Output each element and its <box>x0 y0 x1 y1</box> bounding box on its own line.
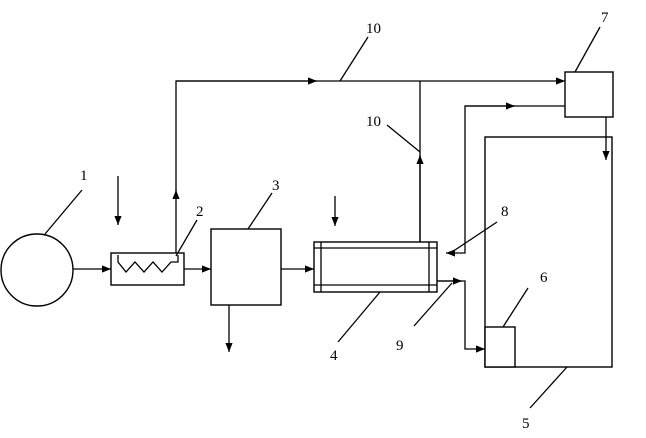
label-5: 5 <box>522 416 530 432</box>
leader-4 <box>337 291 381 343</box>
label-1: 1 <box>80 168 88 184</box>
leader-10-mid <box>386 124 421 153</box>
label-10-top: 10 <box>366 21 381 37</box>
component-1-circle <box>0 233 74 307</box>
label-6: 6 <box>540 270 548 286</box>
component-7-box <box>564 71 614 118</box>
leader-6 <box>502 287 529 328</box>
label-3: 3 <box>272 178 280 194</box>
label-9: 9 <box>396 338 404 354</box>
label-7: 7 <box>601 10 609 26</box>
label-10-mid: 10 <box>366 114 381 130</box>
component-6-box <box>484 326 516 368</box>
leader-9 <box>413 282 453 327</box>
leader-3 <box>247 192 273 230</box>
leader-1 <box>44 189 83 235</box>
component-3-box <box>210 228 282 306</box>
leader-2 <box>175 219 198 257</box>
label-8: 8 <box>501 204 509 220</box>
component-4-tube <box>313 241 438 293</box>
label-2: 2 <box>196 204 204 220</box>
leader-10-top <box>339 36 369 82</box>
leader-7 <box>574 26 601 73</box>
leader-8 <box>451 221 498 253</box>
exchanger-zigzag <box>117 255 179 274</box>
label-4: 4 <box>330 348 338 364</box>
leader-5 <box>529 366 568 409</box>
